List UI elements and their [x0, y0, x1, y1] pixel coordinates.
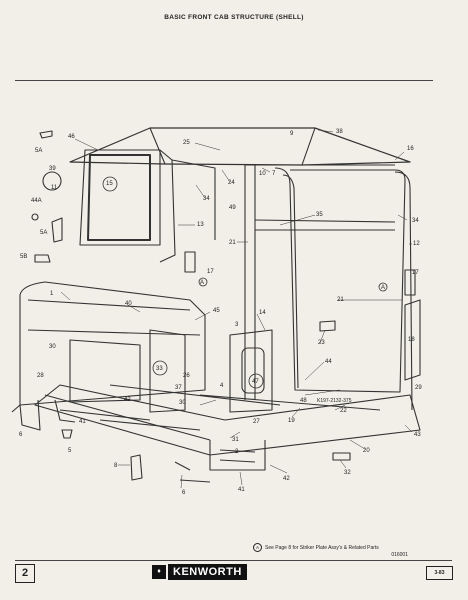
callout-label: 5A [40, 230, 48, 236]
callout-label: 49 [229, 205, 236, 211]
callout-label: 47 [252, 379, 259, 385]
callout-label: A [200, 280, 205, 286]
callout-label: 21 [229, 240, 236, 246]
callout-label: 44A [31, 198, 42, 204]
figure-number: 016001 [391, 552, 408, 558]
callout-label: 32 [344, 470, 351, 476]
callout-label: 10 [259, 171, 266, 177]
header-divider [15, 80, 433, 81]
callout-label: 29 [415, 385, 422, 391]
callout-label: 30 [179, 400, 186, 406]
callout-label: 5B [20, 254, 28, 260]
date-code: 3-83 [426, 566, 453, 580]
callout-label: 16 [407, 146, 414, 152]
callout-label: 12 [413, 241, 420, 247]
callout-label: 3 [235, 322, 239, 328]
callout-label: 24 [228, 180, 235, 186]
callout-label: 41 [79, 419, 86, 425]
callout-label: 19 [288, 418, 295, 424]
callout-label: 39 [49, 166, 56, 172]
callout-label: 11 [51, 185, 58, 191]
callout-label: 41 [238, 487, 245, 493]
page-number: 2 [15, 564, 35, 583]
kenworth-emblem-icon: ♦ [152, 564, 166, 579]
callout-label: 9 [290, 131, 294, 137]
callout-label: 23 [318, 340, 325, 346]
callout-label: 33 [156, 366, 163, 372]
brand-logo: ♦ KENWORTH [152, 563, 247, 580]
callout-label: 31 [232, 437, 239, 443]
part-number-label: K197-2132-375 [317, 398, 352, 404]
callout-label: 20 [363, 448, 370, 454]
callout-label: 37 [175, 385, 182, 391]
callout-label: 7 [272, 171, 276, 177]
brand-name: KENWORTH [168, 563, 247, 580]
callout-label: 44 [325, 359, 332, 365]
footnote-text: See Page 8 for Striker Plate Assy's & Re… [265, 545, 379, 551]
callout-label: 27 [253, 419, 260, 425]
callout-label: 17 [207, 269, 214, 275]
page-title: BASIC FRONT CAB STRUCTURE (SHELL) [164, 14, 304, 21]
callout-label: 26 [183, 373, 190, 379]
callout-label: 48 [300, 398, 307, 404]
callout-label: 8 [114, 463, 118, 469]
callout-label: 6 [182, 490, 186, 496]
callout-label: 18 [408, 337, 415, 343]
callout-label: 42 [124, 397, 131, 403]
footnote-marker: A [253, 543, 262, 552]
callout-label: 6 [19, 432, 23, 438]
callout-label: 38 [336, 129, 343, 135]
callout-label: 21 [337, 297, 344, 303]
callout-label: 4 [220, 383, 224, 389]
callout-label: 46 [68, 134, 75, 140]
callout-label: 1 [50, 291, 54, 297]
callout-label: 28 [37, 373, 44, 379]
callout-label: 34 [412, 218, 419, 224]
callout-label: 15 [106, 181, 113, 187]
callout-label: 40 [125, 301, 132, 307]
callout-label: 2 [235, 449, 239, 455]
callout-label: 34 [203, 196, 210, 202]
callout-label: 42 [283, 476, 290, 482]
callout-label: 45 [213, 308, 220, 314]
footer-divider [15, 560, 452, 561]
callout-label: 43 [414, 432, 421, 438]
callout-label: 30 [49, 344, 56, 350]
callout-label: 22 [340, 408, 347, 414]
callout-label: 5A [35, 148, 43, 154]
callout-label: 17 [412, 270, 419, 276]
callout-label: 5 [68, 448, 72, 454]
callout-label: 14 [259, 310, 266, 316]
callout-label: 25 [183, 140, 190, 146]
callout-label: 35 [316, 212, 323, 218]
callout-label: 13 [197, 222, 204, 228]
callout-label: A [381, 285, 386, 291]
